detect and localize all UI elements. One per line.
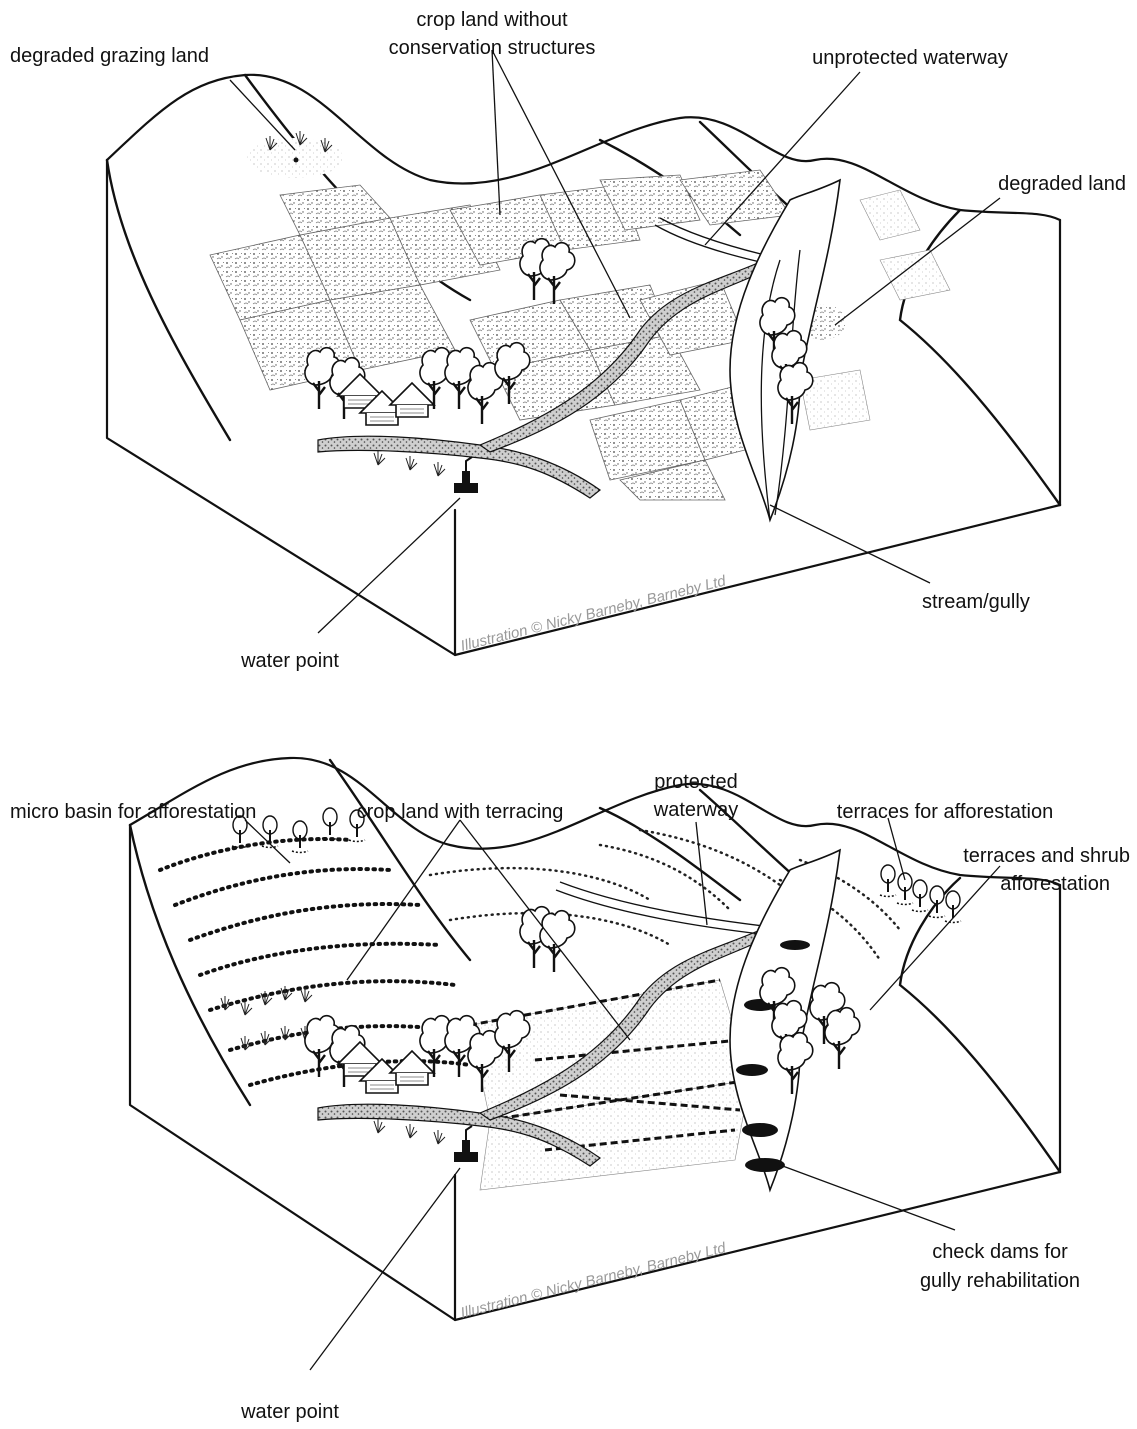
label-water-point: water point — [240, 1401, 339, 1423]
label-unprotected-waterway: unprotected waterway — [812, 47, 1008, 69]
label-shrub-line2: afforestation — [1000, 873, 1110, 895]
label-degraded-land: degraded land — [998, 173, 1126, 195]
leader-line — [492, 50, 500, 215]
grass-tuft-icon — [374, 451, 385, 465]
grass-tuft-icon — [374, 1119, 385, 1133]
leader-line — [230, 80, 295, 150]
illustration-credit: Illustration © Nicky Barneby, Barneby Lt… — [459, 1239, 728, 1322]
label-stream-gully: stream/gully — [922, 591, 1030, 613]
label-degraded-grazing-land: degraded grazing land — [10, 45, 209, 67]
label-crop-land-line2: conservation structures — [389, 37, 596, 59]
leader-line — [780, 1165, 955, 1230]
panel-before: degraded grazing land crop land without … — [10, 9, 1126, 672]
panel-after: micro basin for afforestation crop land … — [10, 758, 1130, 1423]
ridge-line — [330, 760, 470, 960]
leader-line — [347, 820, 460, 980]
label-check-dams-line2: gully rehabilitation — [920, 1270, 1080, 1292]
label-crop-land-line1: crop land without — [416, 9, 568, 31]
label-check-dams-line1: check dams for — [932, 1241, 1068, 1263]
label-micro-basin: micro basin for afforestation — [10, 801, 256, 823]
leader-line — [460, 820, 630, 1040]
label-protected-waterway-line1: protected — [654, 771, 737, 793]
ridge-line — [900, 878, 1060, 1172]
water-pump-icon — [454, 457, 478, 493]
label-protected-waterway-line2: waterway — [653, 799, 738, 821]
water-pump-icon — [454, 1126, 478, 1162]
degraded-grazing-area — [247, 131, 343, 178]
label-shrub-line1: terraces and shrub — [963, 845, 1130, 867]
label-terraces-afforestation: terraces for afforestation — [837, 801, 1053, 823]
label-water-point: water point — [240, 650, 339, 672]
ridge-line — [107, 160, 230, 440]
label-crop-land-terracing: crop land with terracing — [357, 801, 564, 823]
leader-line — [310, 1168, 460, 1370]
leader-line — [835, 198, 1000, 325]
illustration-credit: Illustration © Nicky Barneby, Barneby Lt… — [459, 572, 728, 655]
